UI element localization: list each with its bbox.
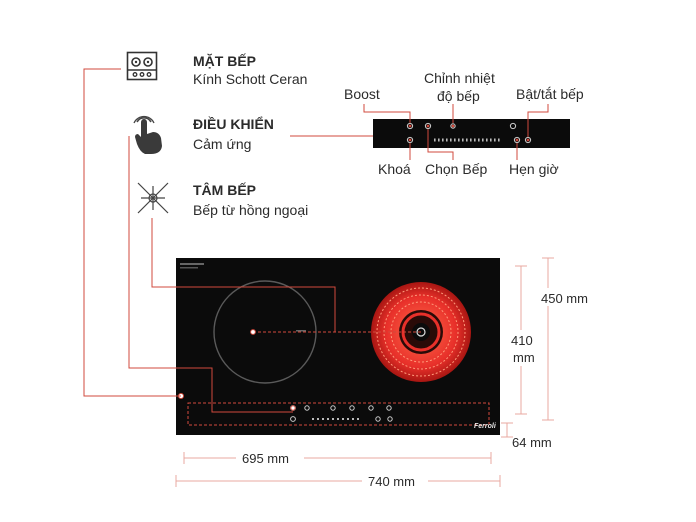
control-label-temp-line1: Chỉnh nhiệt (424, 70, 495, 86)
dimension-height-outer: 450 mm (541, 291, 588, 306)
feature-subtitle-surface: Kính Schott Ceran (193, 71, 308, 87)
control-label-boost: Boost (344, 86, 380, 102)
feature-title-surface: MẶT BẾP (193, 53, 256, 69)
control-label-select: Chọn Bếp (425, 161, 488, 177)
dimension-width-outer: 740 mm (368, 474, 415, 489)
gas-stove-icon (126, 51, 158, 81)
feature-subtitle-burner: Bếp từ hồng ngoại (193, 202, 309, 218)
dimension-lines (175, 257, 554, 487)
dimension-depth: 64 mm (512, 435, 552, 450)
feature-leader-lines (83, 68, 373, 413)
feature-title-control: ĐIỀU KHIỂN (193, 116, 274, 132)
burner-star-icon (137, 182, 169, 214)
brand-logo: Ferroli (474, 423, 497, 430)
control-label-power: Bật/tắt bếp (516, 86, 584, 102)
control-label-timer: Hẹn giờ (509, 161, 559, 177)
dimension-width-inner: 695 mm (242, 451, 289, 466)
cooktop: Ferroli (176, 258, 500, 435)
feature-title-burner: TÂM BẾP (193, 182, 256, 198)
dimension-height-inner-unit: mm (513, 350, 535, 365)
dimension-height-inner-value: 410 (511, 333, 533, 348)
control-leader-lines (363, 104, 549, 160)
control-strip-zoom (373, 119, 570, 148)
control-label-temp-line2: độ bếp (437, 88, 480, 104)
touch-hand-icon (133, 115, 162, 154)
feature-subtitle-control: Cảm ứng (193, 136, 252, 152)
control-label-lock: Khoá (378, 161, 411, 177)
